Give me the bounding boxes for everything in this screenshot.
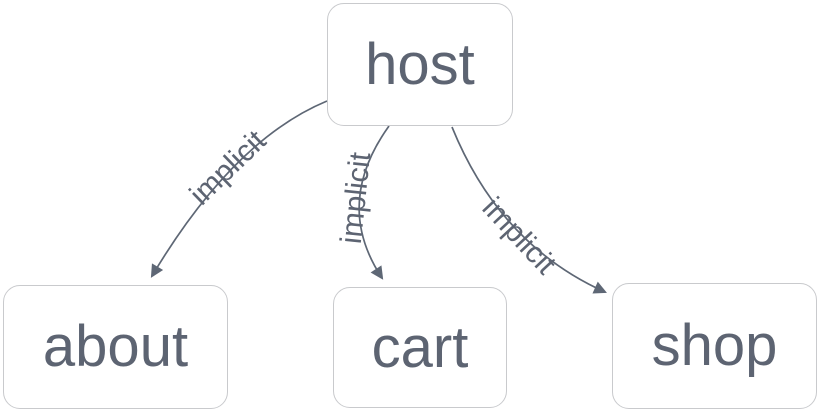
node-about-label: about [42, 314, 189, 379]
node-about[interactable]: about [3, 285, 228, 409]
node-host[interactable]: host [327, 3, 513, 126]
node-shop[interactable]: shop [612, 283, 817, 409]
edge-host-about[interactable] [150, 100, 328, 278]
edge-label-host-shop: implicit [476, 191, 563, 281]
edge-host-cart[interactable] [358, 125, 390, 280]
node-cart[interactable]: cart [333, 287, 507, 408]
node-host-label: host [365, 31, 475, 97]
edge-label-host-cart: implicit [335, 150, 377, 245]
edge-host-shop[interactable] [451, 126, 607, 294]
node-shop-label: shop [651, 313, 778, 378]
node-cart-label: cart [371, 314, 469, 380]
edge-label-host-about: implicit [184, 124, 273, 212]
